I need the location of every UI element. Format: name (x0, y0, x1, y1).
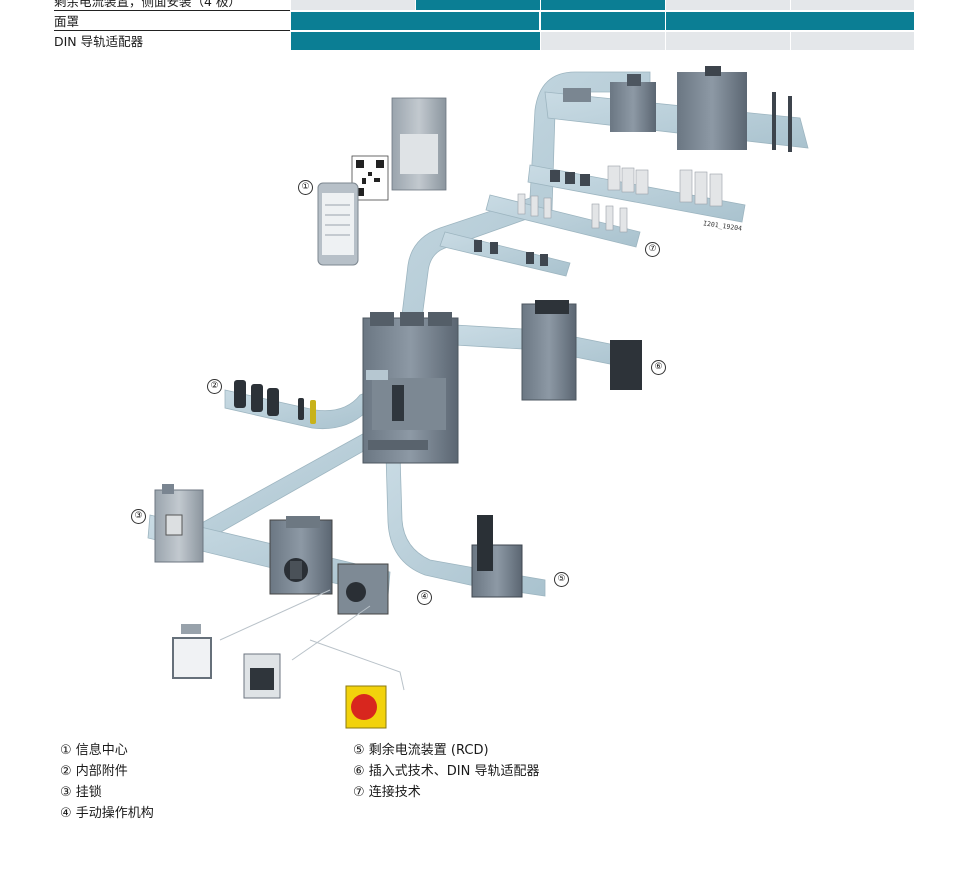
legend-text: 插入式技术、DIN 导轨适配器 (368, 764, 540, 779)
table-cell (541, 32, 665, 50)
legend-text: 连接技术 (368, 785, 421, 800)
callout-1: ① (298, 180, 313, 195)
callout-7: ⑦ (645, 242, 660, 257)
info-center-group (317, 97, 447, 266)
legend-text: 手动操作机构 (75, 806, 154, 821)
legend-item: ④ 手动操作机构 (60, 803, 154, 824)
legend-text: 剩余电流装置 (RCD) (368, 743, 489, 758)
callout-5: ⑤ (554, 572, 569, 587)
rcd-group (471, 515, 523, 598)
legend-text: 信息中心 (75, 743, 128, 758)
legend-right: ⑤ 剩余电流装置 (RCD) ⑥ 插入式技术、DIN 导轨适配器 ⑦ 连接技术 (353, 740, 540, 803)
table-cell (416, 0, 540, 10)
accessory-overview-figure (147, 66, 809, 729)
legend-num: ① (60, 743, 72, 758)
legend-item: ⑥ 插入式技术、DIN 导轨适配器 (353, 761, 540, 782)
legend-num: ⑦ (353, 785, 365, 800)
callout-2: ② (207, 379, 222, 394)
callout-6: ⑥ (651, 360, 666, 375)
legend-item: ② 内部附件 (60, 761, 154, 782)
padlock-group (154, 484, 204, 563)
accessory-compat-table: 剩余电流装置，侧面安装（4 极） 面罩 DIN 导轨适配器 (54, 0, 914, 52)
table-cell (291, 0, 415, 10)
legend-num: ⑤ (353, 743, 365, 758)
table-cell (541, 0, 665, 10)
callout-4: ④ (417, 590, 432, 605)
legend-item: ⑤ 剩余电流装置 (RCD) (353, 740, 540, 761)
table-cell (666, 0, 790, 10)
plugin-din-group (521, 300, 642, 401)
manual-operators-group (172, 516, 405, 729)
row-label: DIN 导轨适配器 (54, 34, 144, 49)
table-row: DIN 导轨适配器 (54, 32, 914, 52)
table-cell (666, 32, 790, 50)
table-cell (666, 12, 914, 30)
legend-num: ③ (60, 785, 72, 800)
table-cell (541, 12, 665, 30)
internal-accessories-group (234, 380, 316, 424)
callout-3: ③ (131, 509, 146, 524)
legend-item: ⑦ 连接技术 (353, 782, 540, 803)
legend-num: ② (60, 764, 72, 779)
main-breaker-3va (362, 312, 459, 464)
legend-num: ④ (60, 806, 72, 821)
legend-item: ③ 挂锁 (60, 782, 154, 803)
row-label: 剩余电流装置，侧面安装（4 极） (54, 0, 241, 9)
legend-left: ① 信息中心 ② 内部附件 ③ 挂锁 ④ 手动操作机构 (60, 740, 154, 824)
connection-technology-group (474, 66, 792, 266)
table-row: 剩余电流装置，侧面安装（4 极） (54, 0, 914, 12)
row-divider (54, 10, 290, 11)
legend-text: 挂锁 (75, 785, 102, 800)
table-row: 面罩 (54, 12, 914, 32)
table-cell (291, 32, 540, 50)
table-cell (791, 0, 914, 10)
table-cell (791, 32, 914, 50)
legend-num: ⑥ (353, 764, 365, 779)
row-divider (54, 30, 290, 31)
row-label: 面罩 (54, 14, 80, 29)
legend-item: ① 信息中心 (60, 740, 154, 761)
table-cell (291, 12, 539, 30)
legend-text: 内部附件 (75, 764, 128, 779)
